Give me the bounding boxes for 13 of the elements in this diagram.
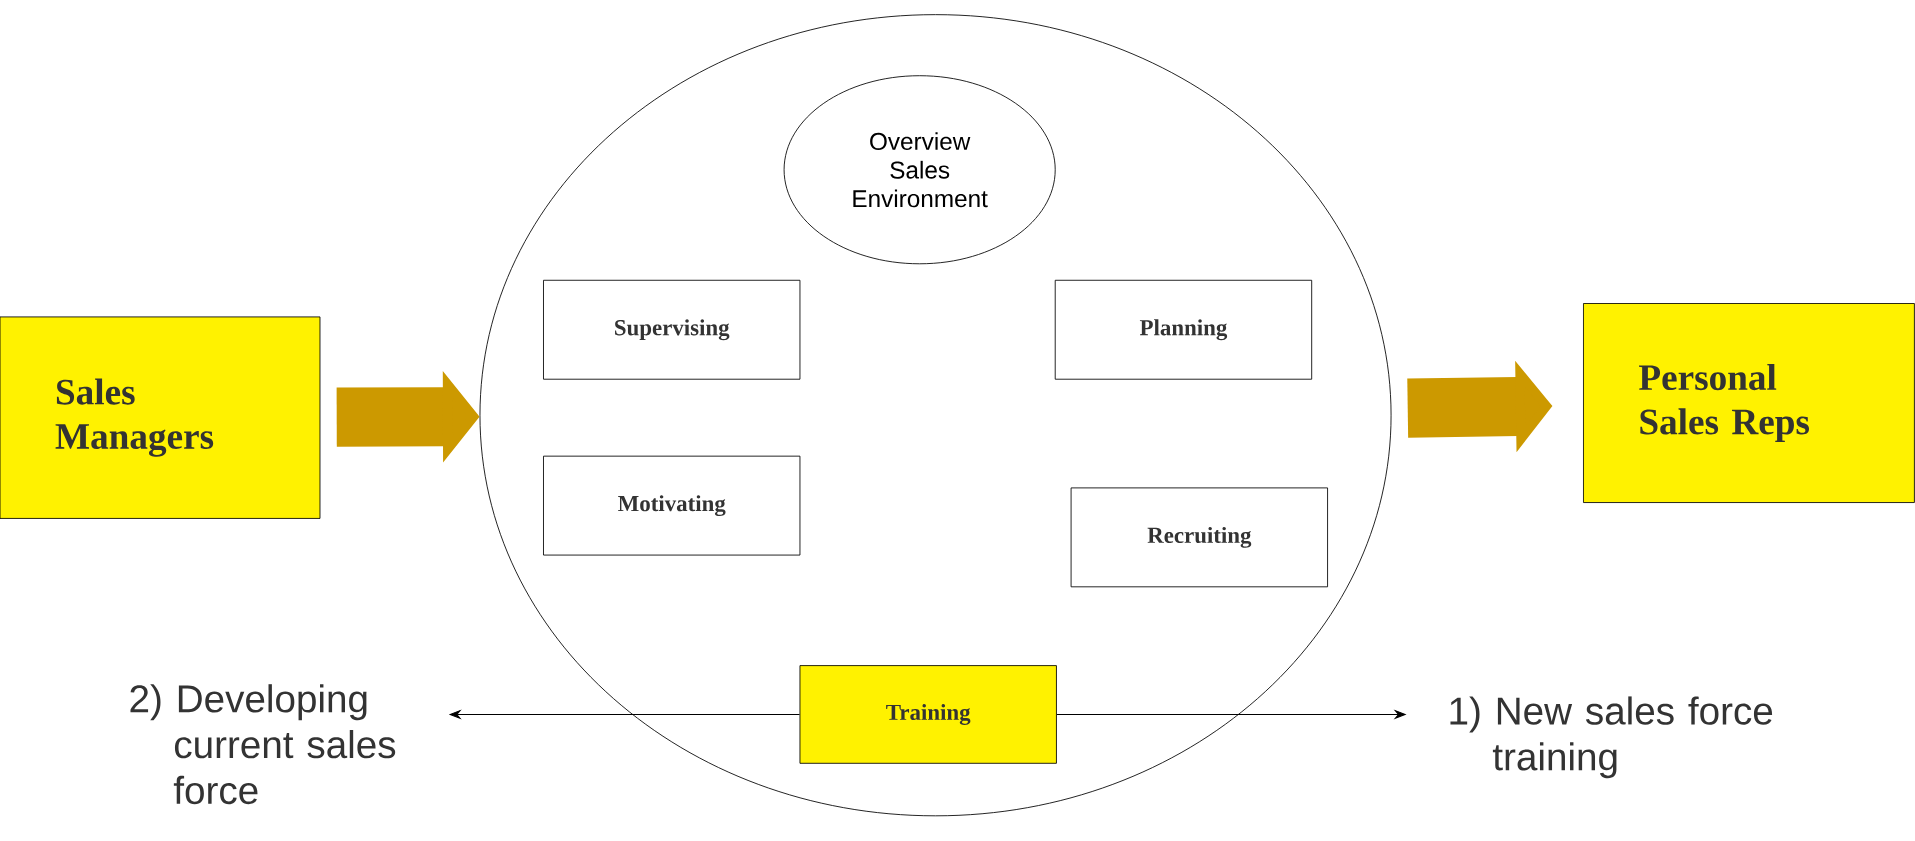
group-box: Personal Sales Reps [1583, 302, 1915, 503]
process-box: Recruiting [1070, 487, 1328, 587]
arrow [449, 709, 801, 719]
ellipse-node: Overview Sales Environment [783, 75, 1056, 264]
text-label: 1) New sales force training [1450, 696, 1773, 778]
process-box: Motivating [543, 455, 801, 556]
group-box: Sales Managers [0, 316, 321, 519]
process-box: Planning [1054, 279, 1313, 380]
highlight-box: Training [799, 664, 1057, 764]
text-label: 2) Developing current sales force [130, 683, 396, 804]
arrow [1056, 709, 1406, 719]
ellipse-node [479, 14, 1392, 816]
process-box: Supervising [543, 279, 801, 380]
